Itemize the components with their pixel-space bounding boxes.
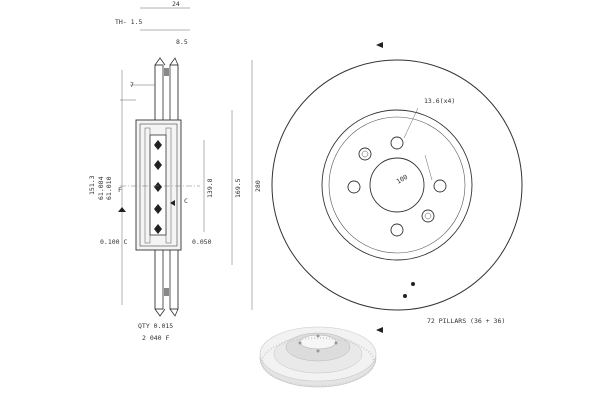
locating-hole-2 (421, 209, 435, 223)
label-f: F (118, 186, 122, 194)
label-pillars: 72 PILLARS (36 + 36) (427, 317, 505, 325)
vent-slot-bottom (164, 288, 169, 296)
label-61-010: 61.010 (105, 176, 113, 200)
label-c: C (184, 197, 188, 205)
bolt-hole-right (433, 179, 447, 193)
vent-slot-top (164, 68, 169, 76)
bolt-marker-2 (154, 160, 162, 170)
label-th: TH- 1.5 (115, 18, 142, 26)
locating-hole-1 (358, 147, 372, 161)
disc-3d-thumbnail (259, 326, 377, 388)
label-61-084: 61.084 (97, 176, 105, 200)
label-qty: QTY 0.015 (138, 322, 173, 330)
label-7: 7 (130, 81, 134, 89)
bolt-marker-4 (154, 204, 162, 214)
label-bolt-hole: 13.6(x4) (424, 97, 455, 105)
label-tol-right: 0.050 (192, 238, 212, 246)
bolt-hole-bottom (390, 223, 404, 237)
bolt-marker-1 (154, 140, 162, 150)
arrow-bottom (376, 327, 383, 333)
bolt-marker-5 (154, 224, 162, 234)
label-151-3: 151.3 (88, 175, 96, 195)
datum-c-marker (170, 200, 175, 206)
section-view (118, 7, 253, 317)
bolt-marker-3 (154, 182, 162, 192)
label-139-8: 139.8 (206, 178, 214, 198)
arrow-top (376, 42, 383, 48)
label-top-width: 24 (172, 0, 180, 8)
label-tol-left: 0.100 C (100, 238, 127, 246)
label-280: 280 (254, 180, 262, 192)
datum-f-marker (118, 207, 126, 212)
bolt-hole-left (347, 180, 361, 194)
bolt-hole-top (390, 136, 404, 150)
label-bottom-code: 2 040 F (142, 334, 169, 342)
label-8-5: 8.5 (176, 38, 188, 46)
center-bore (369, 157, 425, 213)
label-169-5: 169.5 (234, 178, 242, 198)
front-view (271, 42, 523, 333)
